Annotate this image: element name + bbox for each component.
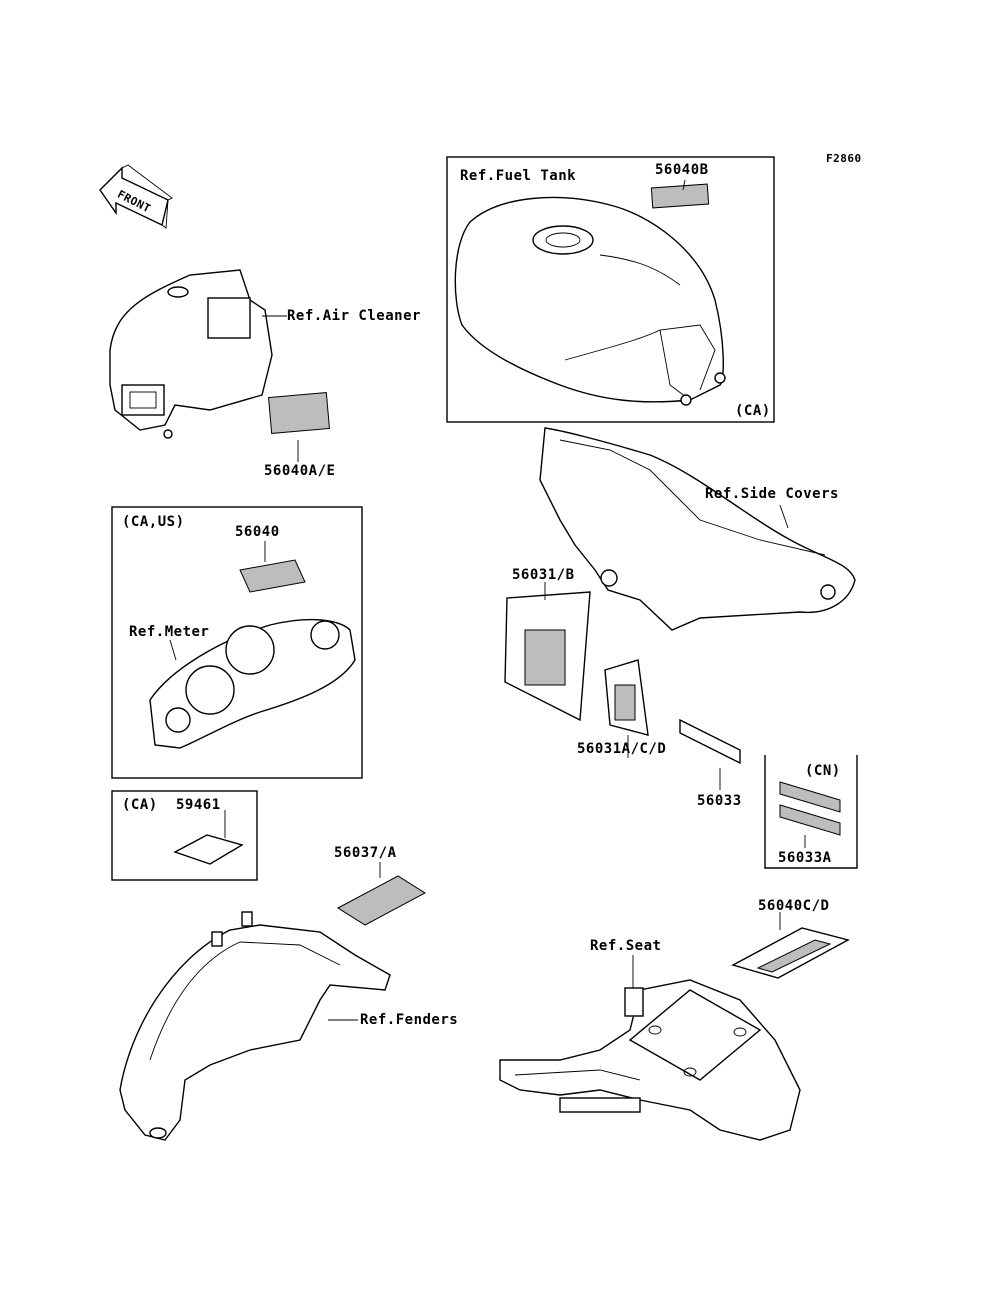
cn-frame <box>764 755 858 869</box>
ref-air-cleaner-label: Ref.Air Cleaner <box>287 308 421 324</box>
label-56040B-sticker <box>650 183 710 209</box>
part-56033A-label: 56033A <box>778 850 832 866</box>
part-56031B-label: 56031/B <box>512 567 575 583</box>
part-59461-label: 59461 <box>176 797 221 813</box>
label-56033-sticker <box>679 718 741 765</box>
meter-drawing <box>149 618 356 749</box>
ca-us-label: (CA,US) <box>122 514 185 530</box>
label-56040AE-sticker <box>267 391 331 435</box>
ca-label-59461: (CA) <box>122 797 158 813</box>
seat-drawing <box>499 979 801 1141</box>
part-56040CD-label: 56040C/D <box>758 898 830 914</box>
label-56040-sticker <box>239 559 306 593</box>
part-56040-label: 56040 <box>235 524 280 540</box>
ca-label-fuel-tank: (CA) <box>735 403 771 419</box>
air-cleaner-drawing <box>109 269 273 439</box>
ref-side-covers-label: Ref.Side Covers <box>705 486 839 502</box>
fuel-tank-drawing <box>454 196 726 406</box>
fuel-tank-frame <box>446 156 775 423</box>
label-56033A-sticker <box>779 781 841 836</box>
label-59461-sticker <box>173 834 244 865</box>
ref-seat-label: Ref.Seat <box>590 938 662 954</box>
part-56040AE-label: 56040A/E <box>264 463 336 479</box>
label-56037A-sticker <box>337 875 426 926</box>
ref-fenders-label: Ref.Fenders <box>360 1012 459 1028</box>
label-56031B-sticker <box>504 591 591 722</box>
cn-label: (CN) <box>805 763 841 779</box>
part-56040B-label: 56040B <box>655 162 709 178</box>
label-56040CD-sticker <box>731 927 850 979</box>
part-56037A-label: 56037/A <box>334 845 397 861</box>
front-arrow-icon <box>99 164 173 229</box>
figure-id: F2860 <box>826 152 862 165</box>
ref-fuel-tank-label: Ref.Fuel Tank <box>460 168 577 184</box>
ca-59461-frame <box>111 790 258 881</box>
fenders-drawing <box>119 911 391 1141</box>
meter-frame <box>111 506 363 779</box>
label-56031ACD-sticker <box>604 659 649 736</box>
part-56033-label: 56033 <box>697 793 742 809</box>
part-56031ACD-label: 56031A/C/D <box>577 741 667 757</box>
ref-meter-label: Ref.Meter <box>129 624 210 640</box>
side-covers-drawing <box>539 427 856 631</box>
